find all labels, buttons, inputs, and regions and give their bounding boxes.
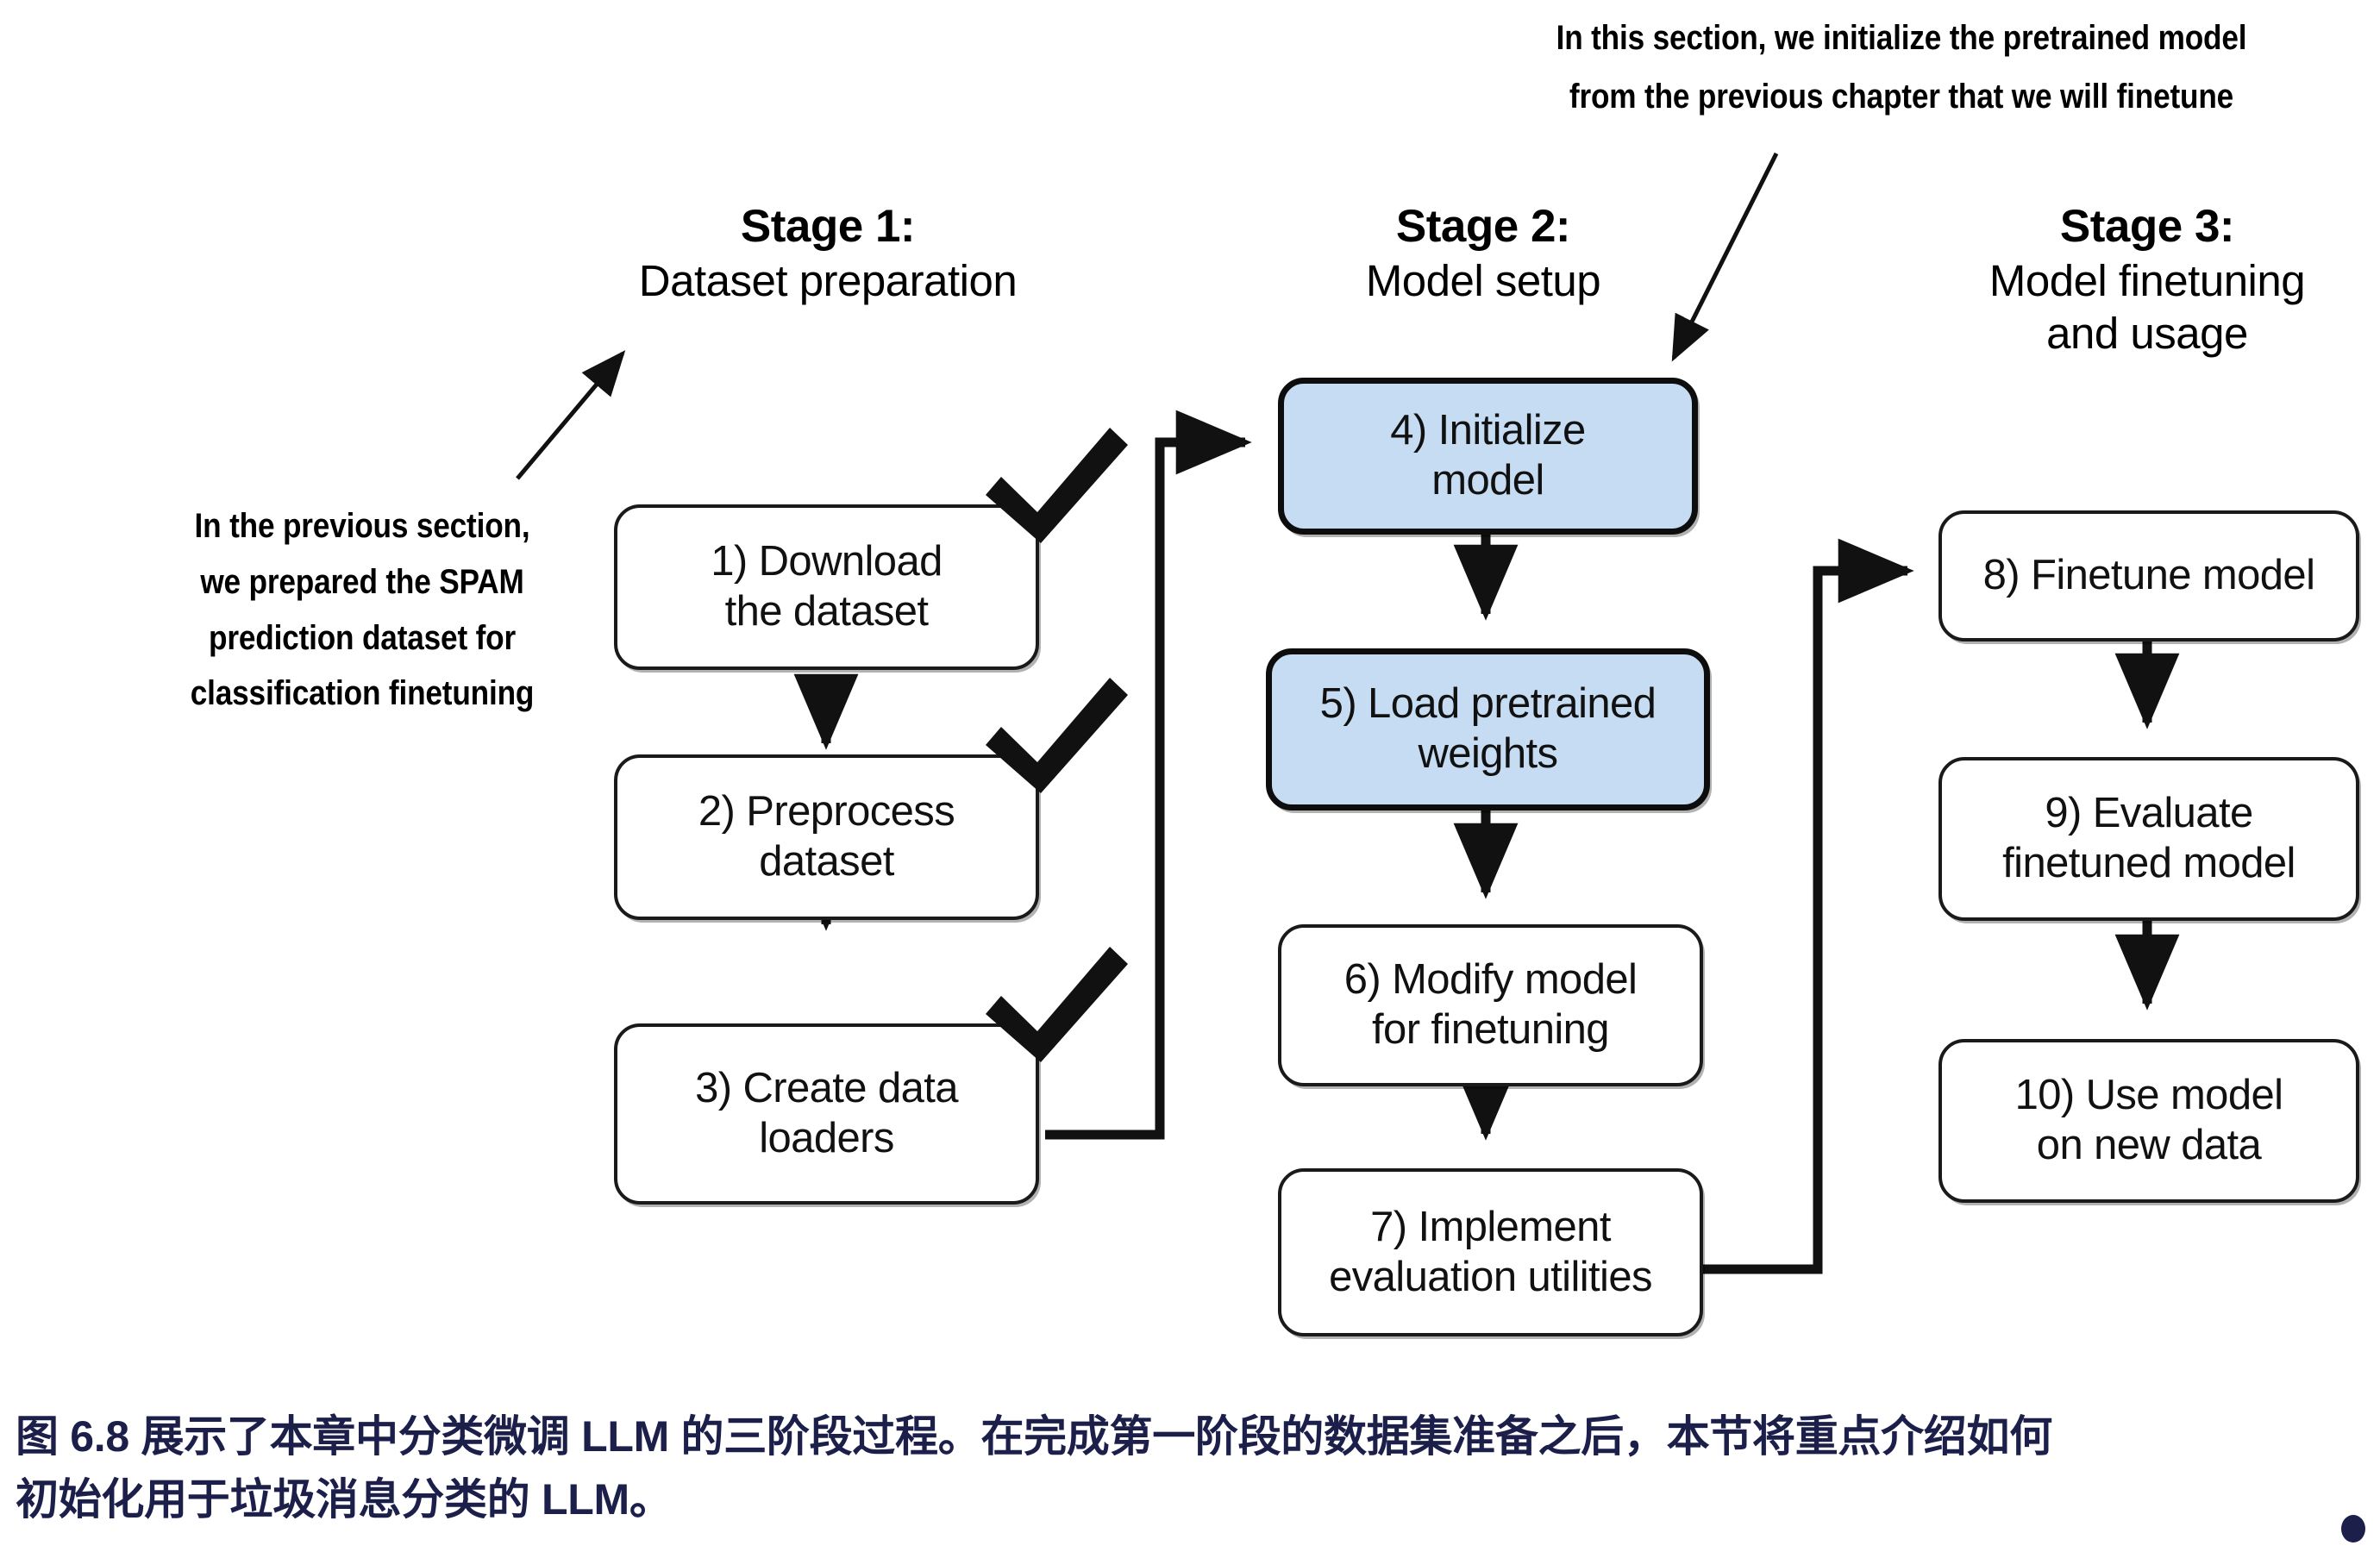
- node-10-line-1: 10) Use model: [2014, 1072, 2283, 1119]
- node-1-download-the-dataset[interactable]: 1) Download the dataset: [614, 504, 1039, 670]
- node-9-line-2: finetuned model: [2002, 840, 2295, 886]
- figure-caption: 图 6.8 展示了本章中分类微调 LLM 的三阶段过程。在完成第一阶段的数据集准…: [16, 1405, 2361, 1531]
- stage-2-heading: Stage 2: Model setup: [1233, 200, 1733, 307]
- node-3-create-data-loaders[interactable]: 3) Create data loaders: [614, 1023, 1039, 1205]
- node-6-modify-model-for-finetuning[interactable]: 6) Modify model for finetuning: [1278, 924, 1703, 1086]
- stage-3-title: Stage 3:: [2059, 201, 2235, 252]
- node-3-line-2: loaders: [759, 1115, 894, 1161]
- stage-3-heading: Stage 3: Model finetuning and usage: [1888, 200, 2380, 360]
- node-6-line-1: 6) Modify model: [1343, 956, 1638, 1004]
- stage-1-heading: Stage 1: Dataset preparation: [569, 200, 1087, 307]
- stage-3-subtitle-line2: and usage: [2046, 308, 2248, 358]
- arrow-left-annotation: [516, 350, 626, 480]
- node-1-line-1: 1) Download: [711, 538, 943, 585]
- node-1-line-2: the dataset: [724, 588, 929, 635]
- stage-1-title: Stage 1:: [740, 201, 916, 252]
- node-8-finetune-model[interactable]: 8) Finetune model: [1938, 510, 2359, 641]
- top-annotation-line-1: In this section, we initialize the pretr…: [1556, 19, 2247, 57]
- left-annotation-line-1: In the previous section,: [194, 507, 530, 545]
- node-7-line-1: 7) Implement: [1370, 1203, 1611, 1250]
- left-annotation: In the previous section, we prepared the…: [127, 498, 598, 722]
- node-3-line-1: 3) Create data: [695, 1065, 958, 1112]
- node-10-use-model-on-new-data[interactable]: 10) Use model on new data: [1938, 1039, 2359, 1203]
- node-4-line-1: 4) Initialize: [1390, 407, 1586, 454]
- node-5-line-2: weights: [1418, 730, 1559, 777]
- node-9-line-1: 9) Evaluate: [2045, 790, 2253, 837]
- node-6-line-2: for finetuning: [1372, 1006, 1610, 1053]
- node-4-line-2: model: [1431, 457, 1544, 504]
- arrow-n7-to-n8: [1703, 538, 1914, 1274]
- checkmark-icon-node-2: [986, 678, 1128, 793]
- left-annotation-line-2: we prepared the SPAM: [200, 562, 524, 601]
- stage-1-subtitle: Dataset preparation: [638, 255, 1018, 305]
- figure-caption-line-1: 图 6.8 展示了本章中分类微调 LLM 的三阶段过程。在完成第一阶段的数据集准…: [16, 1412, 2052, 1461]
- checkmark-icon-node-1: [986, 428, 1128, 543]
- node-7-implement-evaluation-utilities[interactable]: 7) Implement evaluation utilities: [1278, 1168, 1703, 1336]
- node-2-line-1: 2) Preprocess: [698, 788, 955, 835]
- node-2-line-2: dataset: [759, 838, 894, 885]
- stage-2-title: Stage 2:: [1395, 201, 1571, 252]
- node-9-evaluate-finetuned-model[interactable]: 9) Evaluate finetuned model: [1938, 757, 2359, 921]
- left-annotation-line-3: prediction dataset for: [208, 618, 516, 657]
- node-8-line-1: 8) Finetune model: [1982, 552, 2315, 599]
- node-5-load-pretrained-weights[interactable]: 5) Load pretrained weights: [1266, 648, 1710, 810]
- node-2-preprocess-dataset[interactable]: 2) Preprocess dataset: [614, 754, 1039, 920]
- node-7-line-2: evaluation utilities: [1329, 1253, 1652, 1300]
- top-annotation: In this section, we initialize the pretr…: [1465, 9, 2338, 126]
- figure-caption-line-2: 初始化用于垃圾消息分类的 LLM。: [16, 1475, 673, 1524]
- node-10-line-2: on new data: [2036, 1122, 2262, 1168]
- left-annotation-line-4: classification finetuning: [190, 674, 535, 713]
- node-5-line-1: 5) Load pretrained: [1319, 680, 1657, 728]
- node-4-initialize-model[interactable]: 4) Initialize model: [1278, 378, 1698, 535]
- stage-2-subtitle: Model setup: [1365, 255, 1601, 305]
- stage-3-subtitle-line1: Model finetuning: [1989, 255, 2306, 305]
- checkmark-icon-node-3: [986, 947, 1128, 1062]
- top-annotation-line-2: from the previous chapter that we will f…: [1569, 78, 2234, 116]
